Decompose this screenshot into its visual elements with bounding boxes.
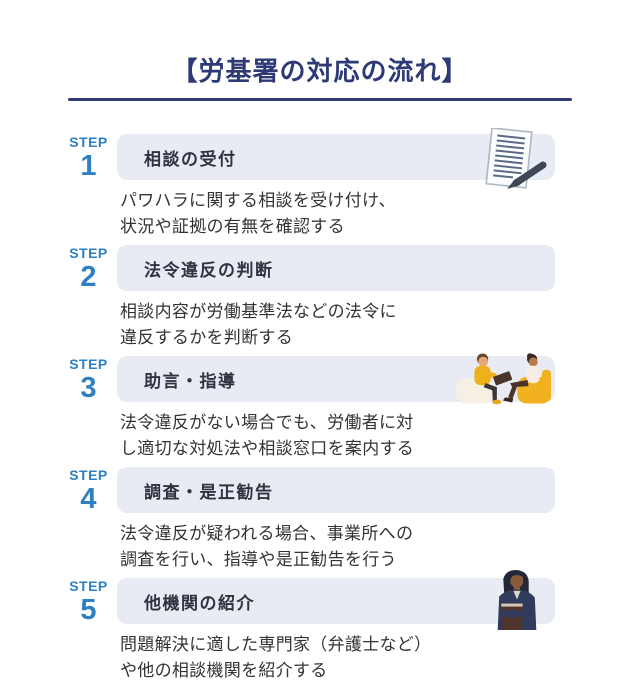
step-heading: 法令違反の判断 [144,260,274,280]
counseling-two-people-icon [456,353,551,405]
step-word: STEP [69,134,108,151]
step-label-1: STEP 1 [60,134,117,180]
step-description-line: 違反するかを判断する [120,328,293,348]
step-main-1: 相談の受付 [117,128,555,240]
step-label-3: STEP 3 [60,356,117,402]
step-description: 法令違反がない場合でも、労働者に対 し適切な対処法や相談窓口を案内する [120,410,555,462]
step-description-line: し適切な対処法や相談窓口を案内する [120,439,415,459]
step-number: 4 [80,482,97,515]
step-heading-bar-1: 相談の受付 [117,128,555,190]
step-main-3: 助言・指導 [117,353,555,462]
step-heading-bar-5: 他機関の紹介 [117,570,555,631]
step-heading-bar-4: 調査・是正勧告 [117,467,555,514]
step-heading-bar-3: 助言・指導 [117,353,555,405]
step-description-line: 相談内容が労働基準法などの法令に [120,302,397,322]
step-number: 3 [80,371,97,404]
page-header: 【労基署の対応の流れ】 [0,0,640,102]
step-description: パワハラに関する相談を受け付け、 状況や証拠の有無を確認する [120,188,555,240]
step-description-line: 問題解決に適した専門家（弁護士など） [120,635,432,655]
step-word: STEP [69,245,108,262]
document-and-pen-icon [485,128,547,190]
steps-list: STEP 1 相談の受付 [0,128,640,684]
step-main-2: 法令違反の判断 相談内容が労働基準法などの法令に 違反するかを判断する [117,245,555,351]
step-word: STEP [69,467,108,484]
step-description-line: 調査を行い、指導や是正勧告を行う [120,550,397,570]
page-title: 【労基署の対応の流れ】 [171,56,469,86]
step-label-4: STEP 4 [60,467,117,513]
step-number: 2 [80,260,97,293]
step-main-4: 調査・是正勧告 法令違反が疑われる場合、事業所への 調査を行い、指導や是正勧告を… [117,467,555,573]
step-label-2: STEP 2 [60,245,117,291]
step-description: 法令違反が疑われる場合、事業所への 調査を行い、指導や是正勧告を行う [120,521,555,573]
step-description-line: パワハラに関する相談を受け付け、 [120,191,396,211]
step-row-4: STEP 4 調査・是正勧告 法令違反が疑われる場合、事業所への 調査を行い、指… [60,467,555,573]
step-description-line: 法令違反が疑われる場合、事業所への [120,524,414,544]
title-divider [68,98,572,102]
step-description-line: 法令違反がない場合でも、労働者に対 [120,413,414,433]
step-word: STEP [69,578,108,595]
step-description: 相談内容が労働基準法などの法令に 違反するかを判断する [120,299,555,351]
step-heading: 相談の受付 [144,149,237,169]
step-number: 1 [80,149,97,182]
step-heading: 調査・是正勧告 [144,482,274,502]
step-description: 問題解決に適した専門家（弁護士など） や他の相談機関を紹介する [120,632,555,684]
step-main-5: 他機関の紹介 [117,570,555,684]
step-heading-bar-2: 法令違反の判断 [117,245,555,292]
step-row-5: STEP 5 他機関の紹介 [60,570,555,684]
step-heading: 助言・指導 [144,371,237,391]
step-number: 5 [80,593,97,626]
step-row-1: STEP 1 相談の受付 [60,128,555,240]
step-label-5: STEP 5 [60,578,117,624]
step-description-line: や他の相談機関を紹介する [120,661,328,681]
step-row-3: STEP 3 助言・指導 [60,353,555,462]
step-heading: 他機関の紹介 [144,593,255,613]
step-description-line: 状況や証拠の有無を確認する [120,217,345,237]
woman-with-book-icon [497,570,537,631]
step-word: STEP [69,356,108,373]
step-row-2: STEP 2 法令違反の判断 相談内容が労働基準法などの法令に 違反するかを判断… [60,245,555,351]
